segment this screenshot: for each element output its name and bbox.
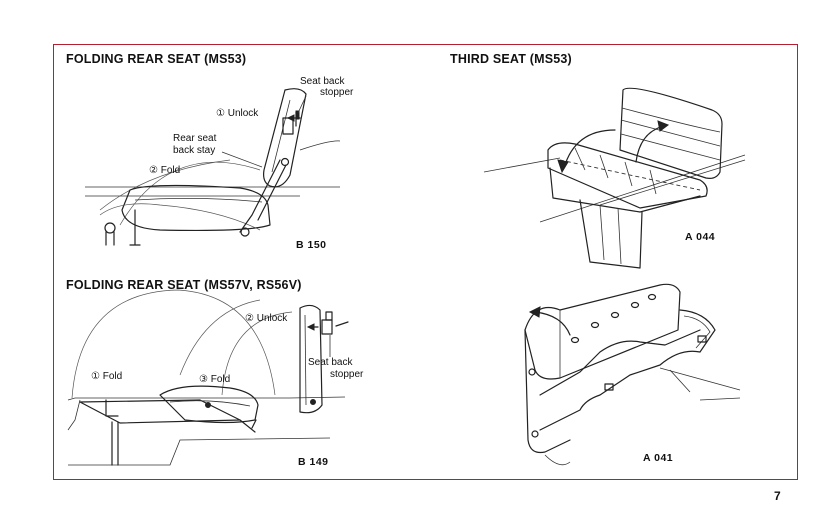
- page-number: 7: [774, 489, 781, 503]
- section-title-folding-rear-seat-ms53: FOLDING REAR SEAT (MS53): [66, 52, 247, 66]
- figure-code-b149: B 149: [298, 456, 329, 468]
- folding-rear-seat-ms53-drawing: [85, 88, 341, 246]
- figure-code-b150: B 150: [296, 239, 327, 251]
- label-rear-seat-back-stay-line1: Rear seat: [173, 133, 217, 144]
- section-title-third-seat-ms53: THIRD SEAT (MS53): [450, 52, 572, 66]
- figure-code-a044: A 044: [685, 231, 716, 243]
- label-unlock-step1: ① Unlock: [216, 108, 259, 119]
- third-seat-folded-drawing: [524, 283, 741, 466]
- label-fold-step3: ③ Fold: [199, 374, 231, 385]
- folding-rear-seat-ms57v-drawing: [67, 289, 349, 466]
- label-seat-back-stopper-line1: Seat back: [300, 76, 345, 87]
- third-seat-ms53-drawing: [483, 87, 746, 269]
- label-seat-back-stopper-b-line1: Seat back: [308, 357, 353, 368]
- label-seat-back-stopper-line2: stopper: [320, 87, 354, 98]
- label-fold-step1: ① Fold: [91, 371, 123, 382]
- figure-code-a041: A 041: [643, 452, 674, 464]
- label-seat-back-stopper-b-line2: stopper: [330, 369, 364, 380]
- label-fold-step2: ② Fold: [149, 165, 181, 176]
- section-title-folding-rear-seat-ms57v-rs56v: FOLDING REAR SEAT (MS57V, RS56V): [66, 278, 302, 292]
- label-unlock-step2: ② Unlock: [245, 313, 288, 324]
- label-rear-seat-back-stay-line2: back stay: [173, 145, 216, 156]
- page-frame: [53, 44, 798, 480]
